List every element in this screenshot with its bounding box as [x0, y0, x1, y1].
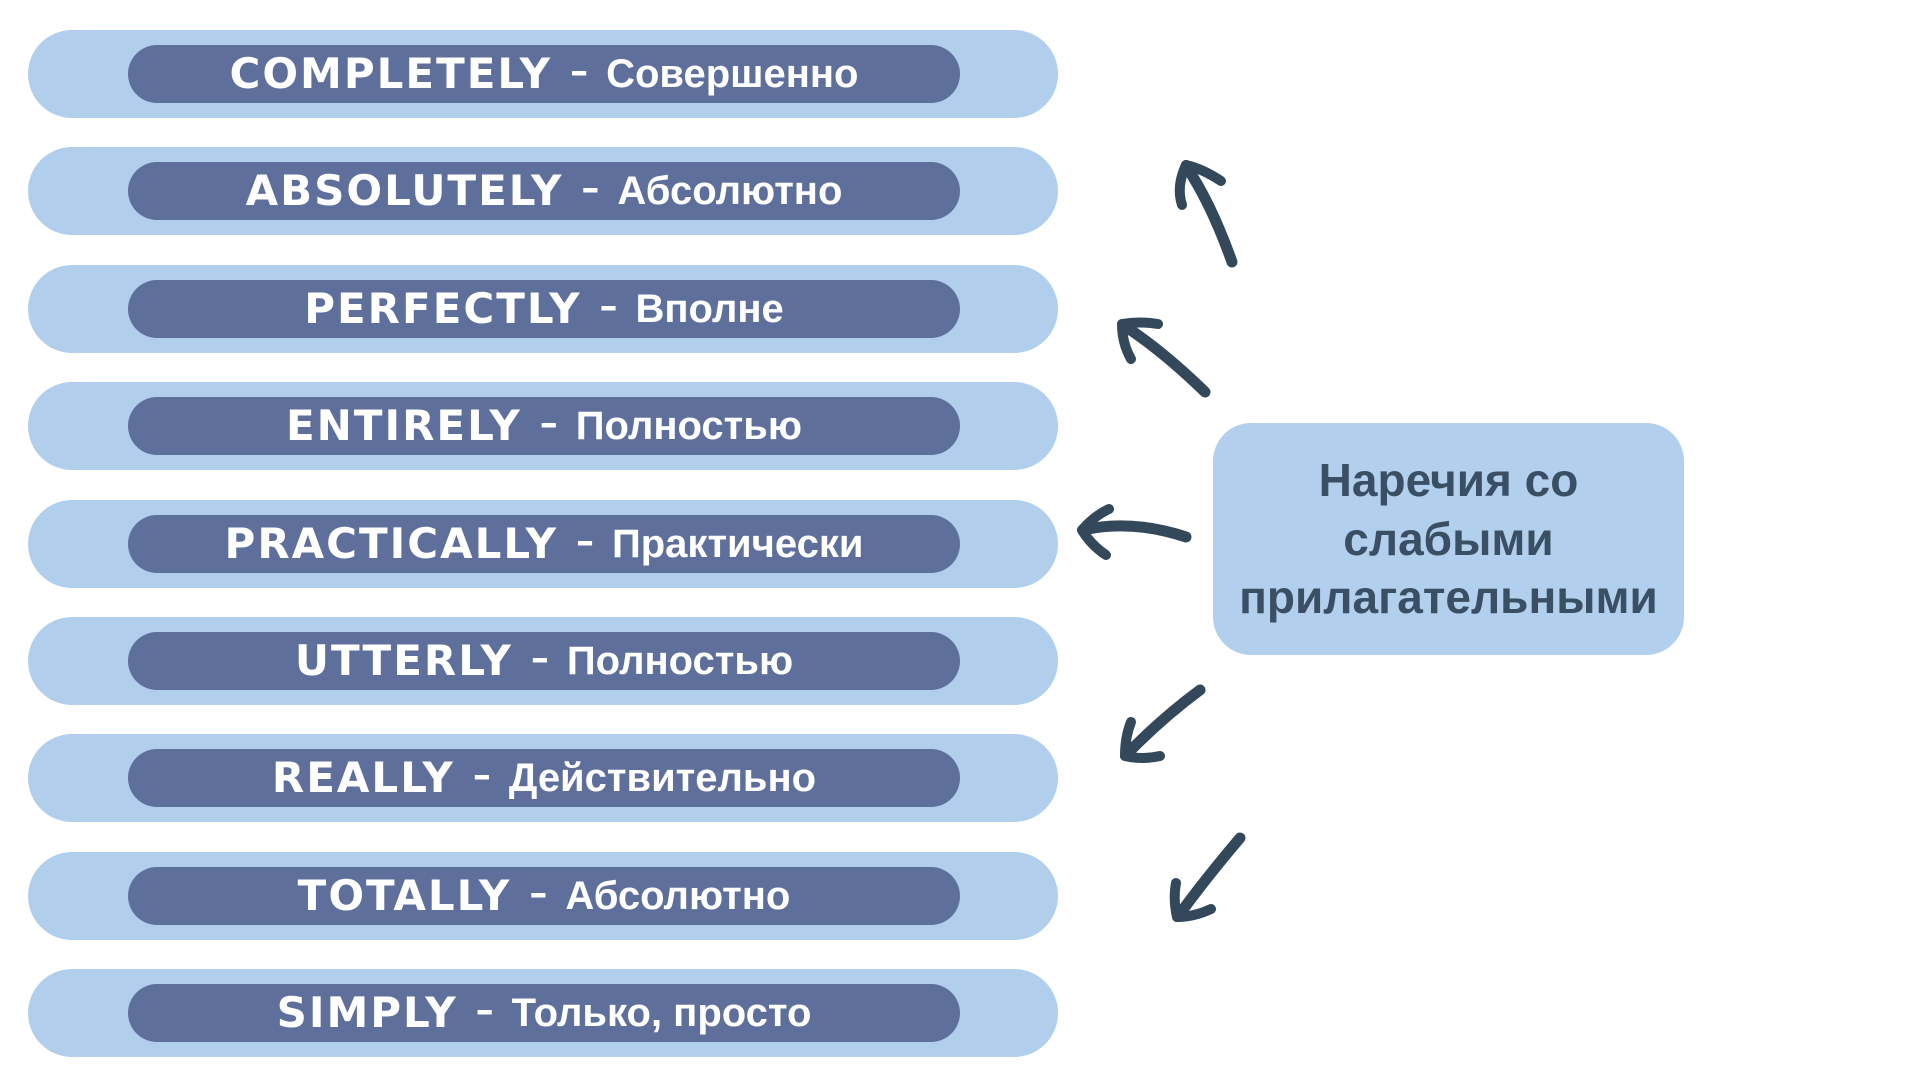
dash-separator: –: [599, 285, 618, 327]
adverb-pill: SIMPLY – Только, просто: [128, 984, 960, 1043]
adverb-english: PERFECTLY: [304, 283, 582, 333]
row-totally: TOTALLY – Абсолютно: [28, 851, 1058, 940]
adverb-russian: Абсолютно: [565, 873, 791, 918]
adverb-pill: TOTALLY – Абсолютно: [128, 866, 960, 925]
dash-separator: –: [539, 403, 558, 445]
adverb-russian: Только, просто: [511, 991, 812, 1036]
curved-arrow-down-left-icon: [1169, 832, 1246, 922]
adverb-pill: PRACTICALLY – Практически: [128, 514, 960, 573]
dash-separator: –: [581, 168, 600, 210]
adverb-russian: Вполне: [635, 286, 784, 331]
dash-separator: –: [475, 990, 494, 1032]
row-completely: COMPLETELY – Совершенно: [28, 30, 1058, 118]
adverb-pill: PERFECTLY – Вполне: [128, 279, 960, 338]
adverb-pill: REALLY – Действительно: [128, 749, 960, 808]
curved-arrow-down-left-icon: [1120, 684, 1206, 763]
adverb-russian: Полностью: [566, 638, 794, 683]
adverb-pill: COMPLETELY – Совершенно: [128, 45, 960, 103]
category-label-line: прилагательными: [1239, 571, 1658, 624]
dash-separator: –: [472, 755, 491, 797]
category-label-line: слабыми: [1343, 512, 1554, 565]
adverb-english: REALLY: [271, 753, 455, 803]
adverb-russian: Полностью: [575, 404, 803, 449]
dash-separator: –: [530, 637, 549, 679]
row-entirely: ENTIRELY – Полностью: [28, 382, 1058, 471]
row-really: REALLY – Действительно: [28, 734, 1058, 823]
adverb-russian: Абсолютно: [617, 169, 843, 214]
adverb-english: COMPLETELY: [229, 49, 553, 98]
adverb-english: ABSOLUTELY: [245, 166, 564, 216]
adverb-english: PRACTICALLY: [224, 518, 558, 568]
adverb-english: UTTERLY: [294, 635, 513, 685]
adverb-pill: ABSOLUTELY – Абсолютно: [128, 162, 960, 221]
row-perfectly: PERFECTLY – Вполне: [28, 264, 1058, 353]
category-label-line: Наречия со: [1318, 453, 1579, 506]
adverb-english: SIMPLY: [276, 988, 458, 1038]
adverb-english: ENTIRELY: [285, 401, 522, 451]
adverb-english: TOTALLY: [297, 870, 512, 920]
dash-separator: –: [570, 51, 589, 92]
adverb-list: COMPLETELY – Совершенно ABSOLUTELY – Абс…: [28, 30, 1058, 1058]
row-absolutely: ABSOLUTELY – Абсолютно: [28, 147, 1058, 236]
dash-separator: –: [529, 872, 548, 914]
curved-arrow-left-icon: [1077, 504, 1192, 560]
adverb-pill: UTTERLY – Полностью: [128, 631, 960, 690]
row-practically: PRACTICALLY – Практически: [28, 499, 1058, 588]
adverb-russian: Совершенно: [606, 52, 859, 96]
curved-arrow-up-icon: [1174, 160, 1238, 268]
adverb-russian: Действительно: [508, 756, 817, 801]
curved-arrow-up-left-icon: [1117, 317, 1211, 398]
row-simply: SIMPLY – Только, просто: [28, 969, 1058, 1058]
adverb-russian: Практически: [612, 521, 864, 566]
row-utterly: UTTERLY – Полностью: [28, 616, 1058, 705]
category-label-box: Наречия со слабыми прилагательными: [1213, 423, 1684, 655]
dash-separator: –: [576, 520, 594, 562]
adverb-pill: ENTIRELY – Полностью: [128, 397, 960, 456]
